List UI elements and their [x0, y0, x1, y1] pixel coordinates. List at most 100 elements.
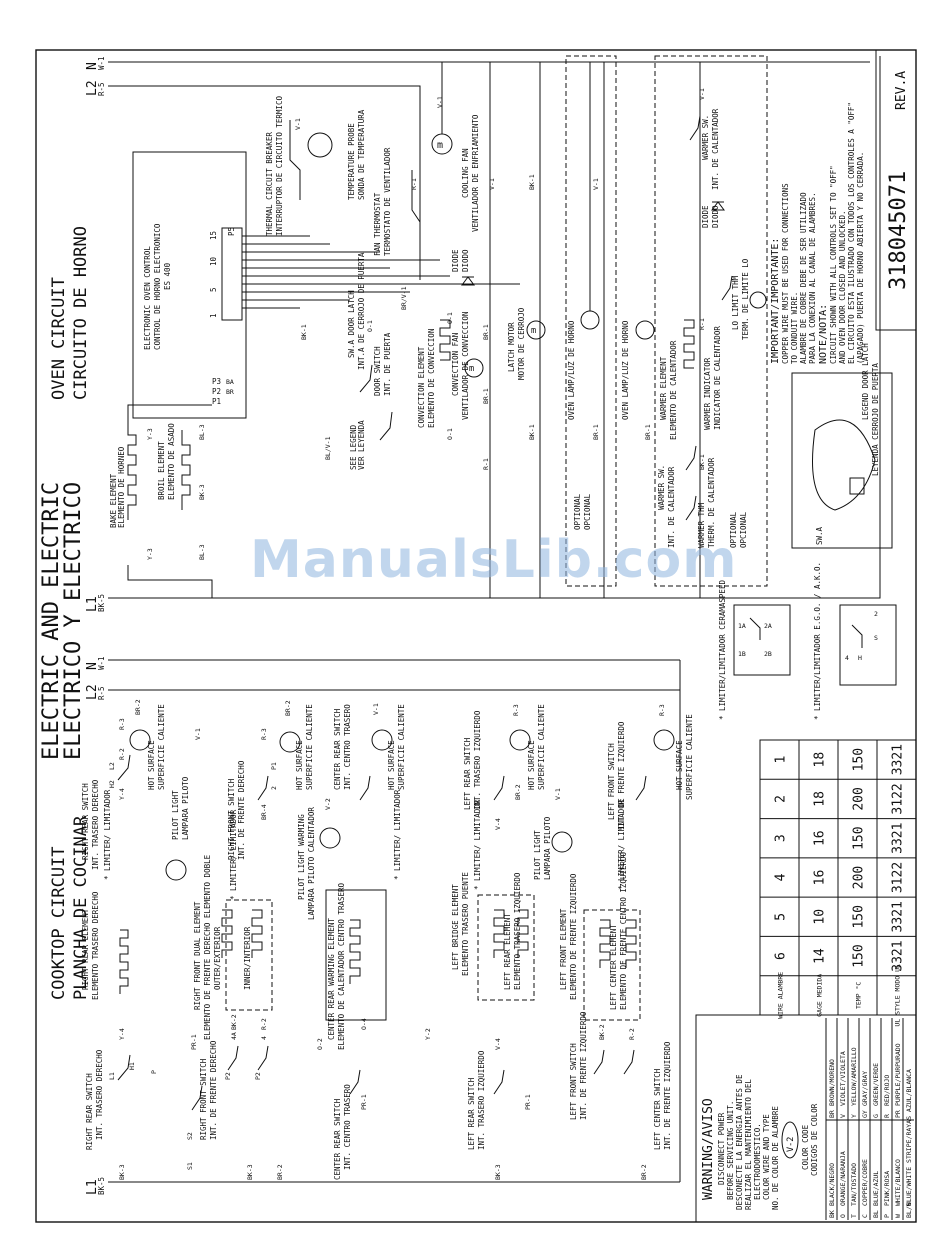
pilot-light-warming: [319, 827, 341, 849]
door-switch: [379, 411, 393, 441]
ct-wire-v1-c: V-1: [554, 788, 562, 800]
lf-limiter-label: * LIMITER/ LIMITADOR: [617, 799, 626, 890]
hot-label-es-1: SUPERFICIE CALIENTE: [157, 704, 166, 790]
fanthermo-label-es: TERMOSTATO DE VENTILADOR: [383, 147, 392, 256]
ct-wire-v1-a: V-1: [194, 728, 202, 740]
warmer-el-label-en: WARMER ELEMENT: [659, 356, 668, 420]
left-center-switch-p2: [623, 1049, 635, 1075]
ceramaspeed-1a: 1A: [738, 622, 746, 630]
warmer-sw-label-es: INT. DE CALENTADOR: [667, 466, 676, 548]
conv-label-es: ELEMENTO DE CONVECCION: [427, 329, 436, 428]
rf-sw-label-en: RIGHT FRONT SWITCH: [199, 1058, 208, 1140]
manualslib-watermark: ManualsLib.com: [250, 530, 738, 590]
lr-sw-label-en: LEFT REAR SWITCH: [467, 1077, 476, 1150]
pilot-light-1: [165, 859, 187, 881]
door-latch-switch-symbol: [849, 477, 865, 495]
lr-el-label-es: ELEMENTO TRASERO IZQUIERDO: [513, 872, 522, 990]
main-title-en: ELECTRIC AND ELECTRIC: [39, 482, 64, 760]
ct-wire-pr1-c: PR-1: [524, 1094, 532, 1110]
wire-r1-fanthermo: R-1: [410, 178, 418, 190]
color-code-name-2: PURPLE/PURPURADO: [894, 1043, 902, 1106]
broil-element: [181, 430, 191, 510]
optional-lamp-box: [565, 55, 617, 587]
probe-label-es: SONDA DE TEMPERATURA: [357, 109, 366, 200]
ct-wire-bk2-a: BK-2: [230, 1014, 238, 1030]
rr-sw2-label-es: INT. TRASERO DERECHO: [91, 779, 100, 870]
color-code-abbr: BK: [828, 1210, 836, 1218]
wire-o1-latch: O-1: [366, 320, 374, 332]
main-title-es: ELECTRICO Y ELECTRICO: [61, 482, 86, 760]
p1-label: P1: [212, 397, 221, 406]
hot-surface-lamp-1: [129, 729, 151, 751]
ceramaspeed-2a: 2A: [764, 622, 772, 630]
ct-wire-br2-d: BR-2: [514, 784, 522, 800]
hot-surface-lamp-4: [509, 729, 531, 751]
color-code-head-es: CODIGOS DE COLOR: [810, 1103, 819, 1176]
cooktop-n-label: N: [85, 662, 100, 670]
wire-brv1: BR/V-1: [400, 286, 408, 310]
wire-br1-conv2: BR-1: [482, 388, 490, 404]
warmer-sw2-label-en: WARMER SW.: [701, 115, 710, 160]
cr-sw2-label-en: CENTER REAR SWITCH: [333, 708, 342, 790]
color-code-name: TAN/TOSTADO: [850, 1163, 858, 1206]
ct-wire-o4: O-4: [360, 1018, 368, 1030]
wire-table-cell: 3321: [891, 940, 906, 971]
rf-sw2-label-en: RIGHT FRONT SWITCH: [227, 778, 236, 860]
lf-sw-label-es: INT. DE FRENTE IZQUIERDO: [579, 1011, 588, 1120]
wire-table-cell: 150: [852, 944, 867, 967]
ct-wire-v2: V-2: [324, 798, 332, 810]
ego-box: [839, 604, 897, 686]
outer-label: OUTER/EXTERIOR: [213, 926, 222, 990]
ceramaspeed-box: [733, 604, 791, 676]
wire-r1-conv: R-1: [482, 458, 490, 470]
important-line-3: ALAMBRE DE COBRE DEBE DE SER UTILIZADO: [799, 192, 808, 364]
ct-term-l2-a: L2: [108, 762, 116, 770]
lamp1-label: OVEN LAMP/LUZ DE HORNO: [567, 320, 576, 420]
rr-sw2-label-en: RIGHT REAR SWITCH: [81, 783, 90, 860]
warmer-thm-label-es: THERM. DE CALENTADOR: [707, 457, 716, 548]
ct-wire-br4: BR-4: [260, 804, 268, 820]
color-code-head: COLOR CODE: [801, 1124, 810, 1170]
warning-line-3: DESCONECTE LA ENERGIA ANTES DE: [735, 1074, 744, 1210]
thermal-label-es: INTERRUPTOR DE CIRCUITO TERMICO: [275, 96, 284, 236]
color-code-name-2: RED/ROJO: [883, 1075, 891, 1106]
warmer-element: [683, 319, 695, 369]
oven-l2-label: L2: [85, 80, 100, 96]
wire-o1-conv: O-1: [446, 312, 454, 324]
cooktop-circuit: L1 BK-5 L2 R-5 N W-1 RIGHT REAR SWITCH I…: [81, 656, 694, 1195]
left-front-limiter-switch: [635, 775, 647, 801]
rf-el-label-en: RIGHT FRONT DUAL ELEMENT: [193, 901, 202, 1010]
color-code-name-2: VIOLET/VIOLETA: [839, 1051, 847, 1106]
l2-bus: [108, 85, 421, 280]
right-rear-element: [119, 929, 129, 994]
left-rear-element: [517, 909, 529, 958]
important-line-1: COPPER WIRE MUST BE USED FOR CONNECTIONS: [781, 183, 790, 364]
ct-term-p1-a: P1: [270, 762, 278, 770]
lc-el-label-es: ELEMENTO DE FRENTE CENTRO IZQUIERDO: [619, 851, 628, 1010]
latch-motor-symbol: m: [531, 326, 536, 336]
rr-limiter-label: * LIMITER/ LIMITADOR: [103, 789, 112, 880]
ct-term-s1-a: S1: [186, 1162, 194, 1170]
lc-sw-label-es: INT. DE FRENTE IZQUIERDO: [663, 1041, 672, 1150]
left-rear-switch: [493, 1069, 505, 1095]
pin-15: 15: [209, 231, 218, 240]
temperature-probe: [307, 132, 333, 158]
rr-sw-label-en: RIGHT REAR SWITCH: [85, 1073, 94, 1150]
wire-table-cell: 16: [813, 870, 828, 886]
rf-el-label-es: ELEMENTO DE FRENTE DERECHO ELEMENTO DOBL…: [203, 854, 212, 1040]
p2-label: P2: [212, 387, 221, 396]
oven-circuit: L1 BK-5 L2 R-5 N W-1 ELECTRONIC OVEN CON…: [85, 55, 893, 612]
lr-sw-label-es: INT. TRASERO IZQUIERDO: [477, 1050, 486, 1150]
cooktop-title-es: PLANCHA DE COCINAR: [71, 815, 91, 1000]
warmer-el-label-es: ELEMENTO DE CALENTADOR: [669, 340, 678, 440]
rev-label: REV.A: [894, 71, 909, 110]
ct-wire-v4-b: V-4: [494, 818, 502, 830]
wire-sample-label: V-2: [786, 1137, 796, 1152]
see-legend-en: SEE LEGEND: [349, 424, 358, 470]
left-front-switch-p2: [593, 1049, 605, 1075]
pilot-label-es-1: LAMPARA PILOTO: [181, 776, 190, 840]
oven-title-es: CIRCUITO DE HORNO: [71, 226, 91, 400]
wire-bk1-warmer: BK-1: [698, 454, 706, 470]
wire-sample-oval: [781, 1121, 799, 1159]
